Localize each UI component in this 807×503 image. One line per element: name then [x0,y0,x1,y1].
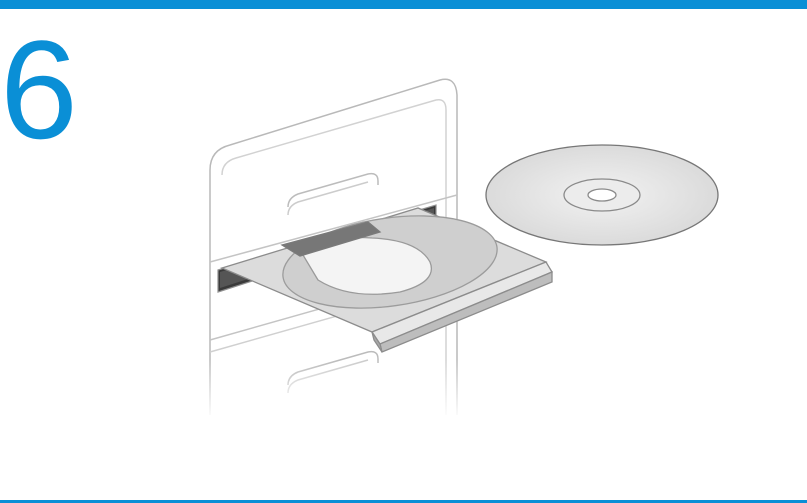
disc-tray [222,203,552,352]
cd-disc [486,145,718,245]
